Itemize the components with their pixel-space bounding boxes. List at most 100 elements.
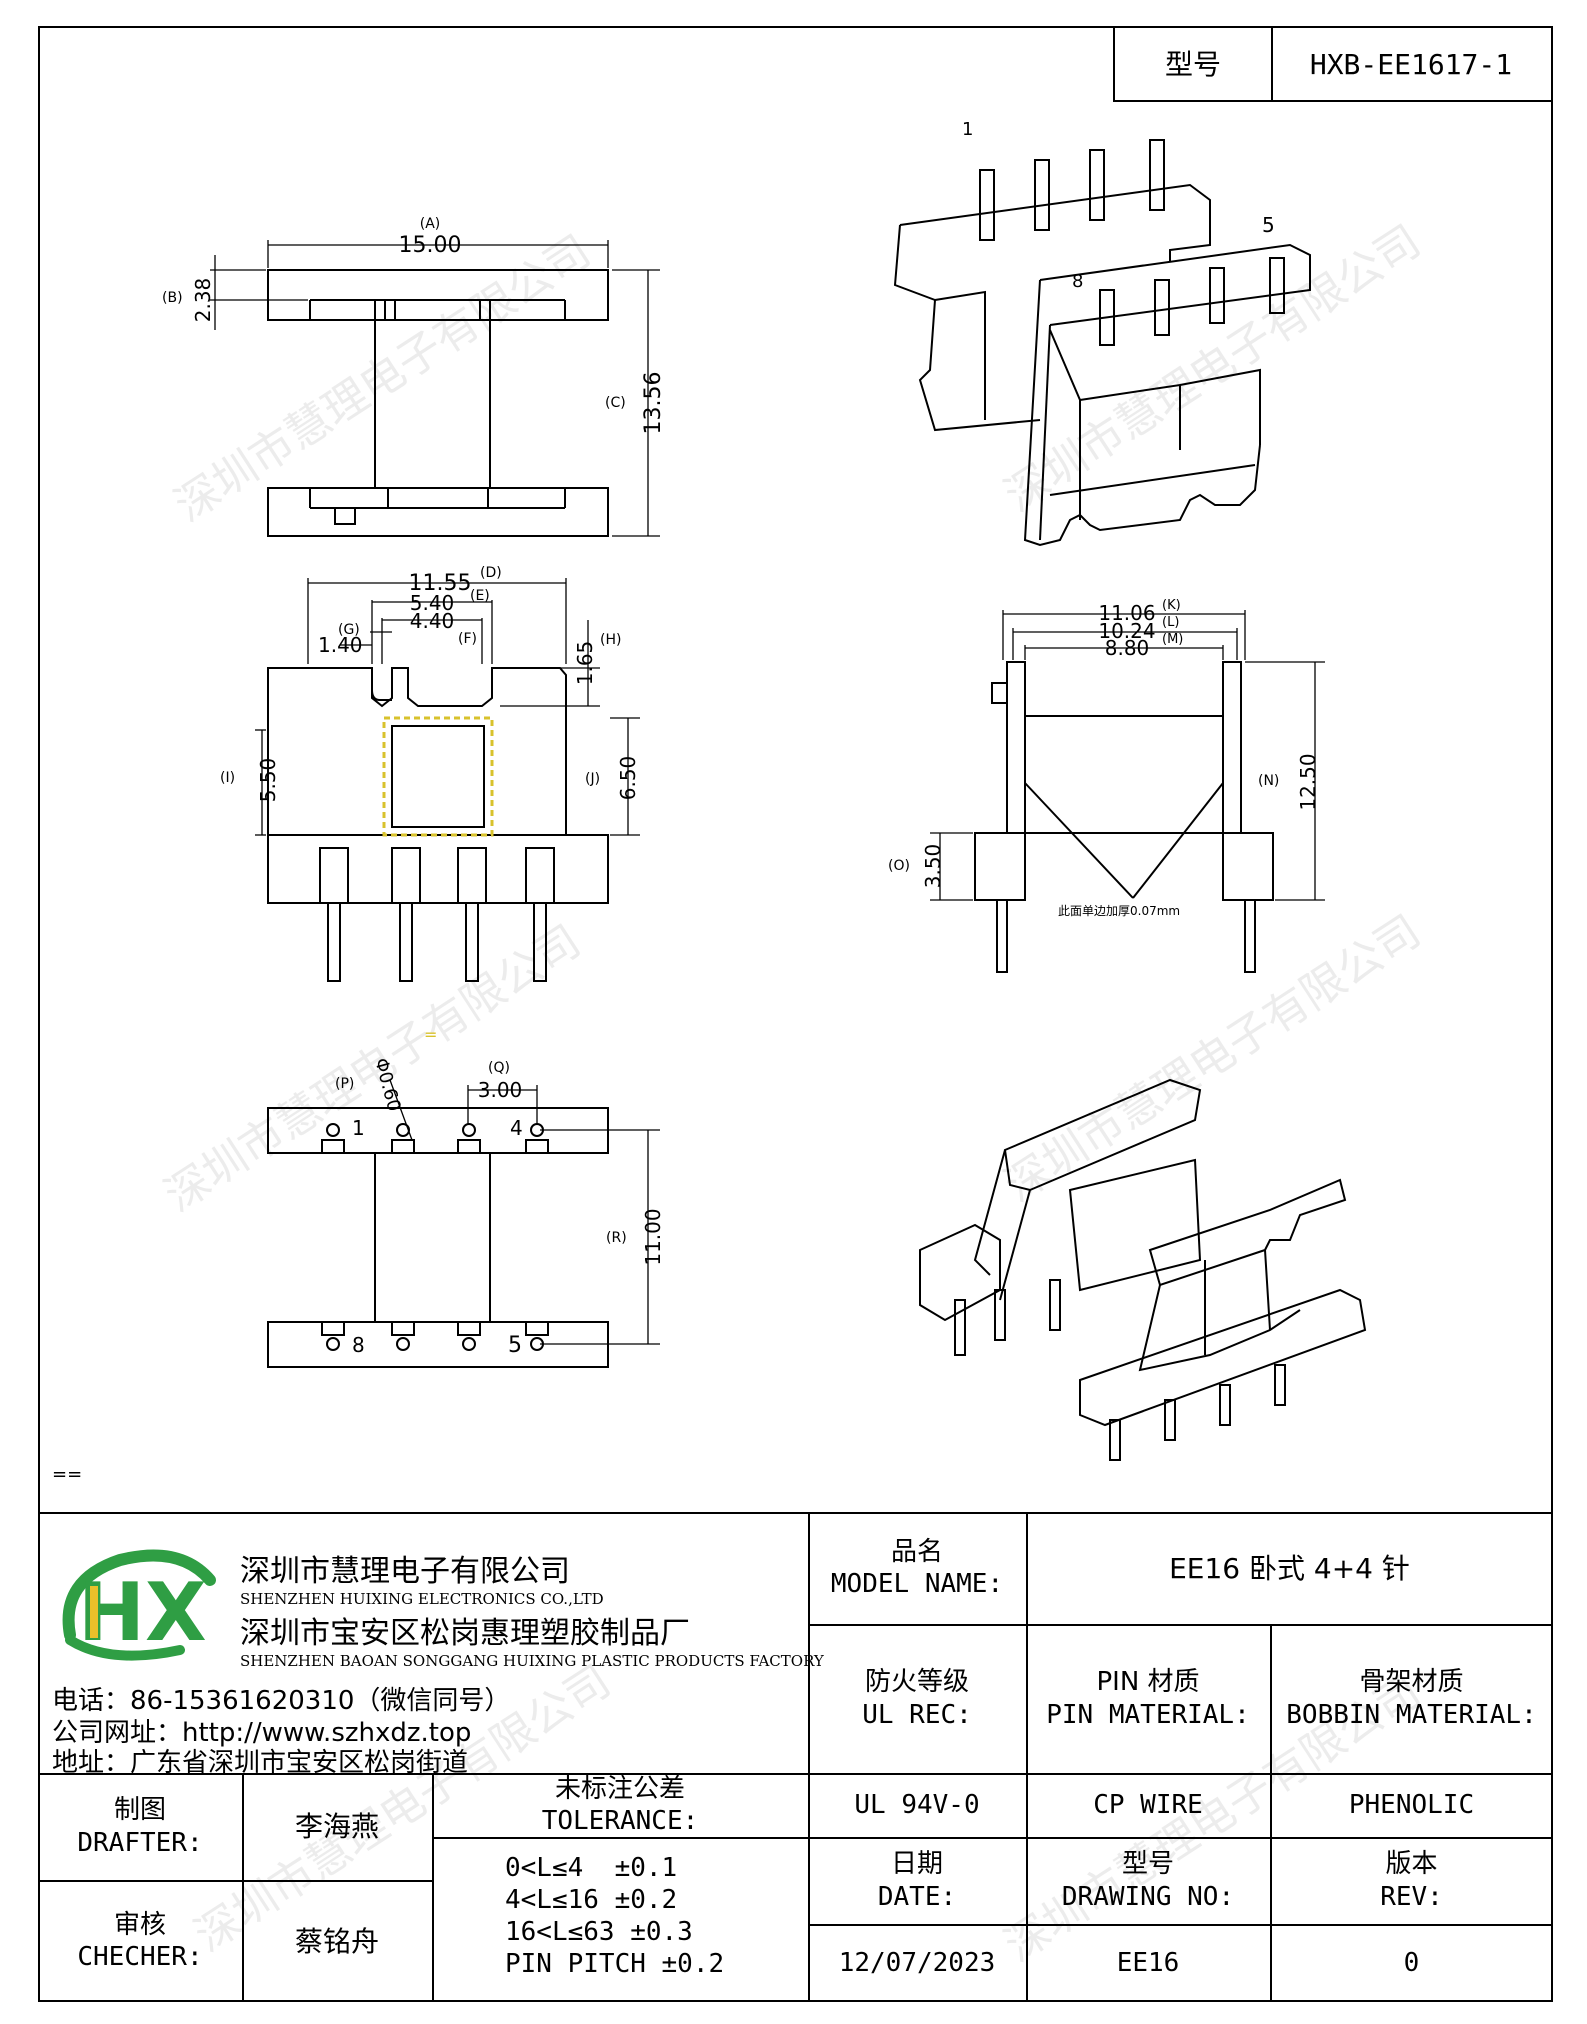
- svg-text:13.56: 13.56: [641, 372, 666, 435]
- drawing-no-label: 型号 DRAWING NO:: [1026, 1837, 1270, 1924]
- titleblock-top-line: [38, 1512, 1553, 1514]
- titleblock-line: [808, 1837, 1553, 1839]
- side-dimensions: [255, 578, 640, 836]
- bottom-dimensions: [389, 1079, 660, 1345]
- svg-text:(C): (C): [605, 395, 626, 411]
- date-en: DATE:: [877, 1881, 957, 1912]
- svg-text:11.06: 11.06: [1098, 601, 1155, 625]
- titleblock-line: [38, 1773, 1553, 1775]
- model-name-cn: 品名: [890, 1536, 943, 1567]
- drafter-cn: 制图: [113, 1795, 166, 1825]
- date-cn: 日期: [890, 1849, 943, 1879]
- svg-text:Φ0.60: Φ0.60: [370, 1056, 404, 1114]
- factory-name-cn: 深圳市宝安区松岗惠理塑胶制品厂: [240, 1616, 690, 1651]
- svg-text:(D): (D): [480, 565, 502, 581]
- svg-text:1: 1: [962, 119, 973, 140]
- titleblock-divider: [1026, 1512, 1028, 2002]
- svg-text:(B): (B): [162, 290, 183, 306]
- drafter-en: DRAFTER:: [77, 1827, 203, 1858]
- svg-text:(L): (L): [1162, 615, 1179, 630]
- front-view: [267, 269, 609, 537]
- svg-text:(Q): (Q): [488, 1060, 510, 1076]
- technical-drawing: (A) 15.00 (B) 2.38 (C) 13.56 11.55 (D) 5…: [52, 119, 1367, 1485]
- rev-cn: 版本: [1385, 1849, 1438, 1879]
- svg-text:(F): (F): [458, 631, 477, 647]
- company-logo: HX: [62, 1549, 216, 1661]
- tolerance-line: 4<L≤16 ±0.2: [505, 1885, 678, 1915]
- company-phone: 电话：86-15361620310（微信同号）: [52, 1686, 511, 1716]
- side-view: [267, 667, 609, 982]
- tolerance-cn: 未标注公差: [554, 1773, 685, 1804]
- svg-text:(N): (N): [1258, 773, 1279, 789]
- svg-text:3.00: 3.00: [478, 1078, 523, 1102]
- tolerance-label: 未标注公差 TOLERANCE:: [432, 1773, 808, 1837]
- pin-material-label: PIN 材质 PIN MATERIAL:: [1026, 1624, 1270, 1773]
- svg-text:此面单边加厚0.07mm: 此面单边加厚0.07mm: [1058, 904, 1180, 918]
- svg-text:5: 5: [508, 1333, 522, 1358]
- section-view: [974, 661, 1274, 973]
- date-value: 12/07/2023: [838, 1947, 996, 1978]
- tolerance-line: PIN PITCH ±0.2: [505, 1949, 725, 1979]
- svg-text:1.65: 1.65: [573, 641, 597, 686]
- svg-text:11.00: 11.00: [641, 1208, 665, 1265]
- svg-text:(K): (K): [1162, 598, 1181, 613]
- tolerance-en: TOLERANCE:: [541, 1806, 699, 1836]
- svg-text:5: 5: [1262, 213, 1275, 237]
- svg-text:(H): (H): [600, 632, 621, 648]
- logo-letters: HX: [78, 1566, 207, 1659]
- tolerance-line: 16<L≤63 ±0.3: [505, 1917, 693, 1947]
- drawing-frame: [38, 26, 1553, 2002]
- section-dimensions: [930, 610, 1325, 901]
- checker-value: 蔡铭舟: [294, 1924, 379, 1958]
- svg-text:5.40: 5.40: [410, 591, 455, 615]
- svg-text:(R): (R): [606, 1230, 627, 1246]
- svg-text:(G): (G): [338, 622, 360, 638]
- isometric-bottom: [919, 1078, 1367, 1461]
- svg-text:2.38: 2.38: [191, 278, 215, 323]
- company-name-en: SHENZHEN HUIXING ELECTRONICS CO.,LTD: [240, 1590, 604, 1608]
- drawing-no-value: EE16: [1116, 1947, 1180, 1978]
- svg-text:1.40: 1.40: [318, 633, 363, 657]
- pin-material-value: CP WIRE: [1093, 1789, 1203, 1820]
- header-model-label: 型号: [1113, 26, 1273, 102]
- rev-label: 版本 REV:: [1270, 1837, 1553, 1924]
- bobbin-material-label: 骨架材质 BOBBIN MATERIAL:: [1270, 1624, 1553, 1773]
- svg-text:6.50: 6.50: [616, 756, 640, 801]
- svg-text:4.40: 4.40: [410, 609, 455, 633]
- drafter-label: 制图 DRAFTER:: [38, 1773, 242, 1880]
- tolerance-line: 0<L≤4 ±0.1: [505, 1853, 678, 1883]
- svg-text:8: 8: [1072, 271, 1083, 292]
- svg-text:==: ==: [52, 1464, 82, 1485]
- drawing-no-en: DRAWING NO:: [1061, 1881, 1235, 1912]
- checker-cn: 审核: [113, 1909, 166, 1940]
- factory-name-en: SHENZHEN BAOAN SONGGANG HUIXING PLASTIC …: [240, 1652, 824, 1670]
- rev-value: 0: [1403, 1947, 1420, 1978]
- titleblock-divider: [242, 1773, 244, 2002]
- checker-en: CHECHER:: [77, 1942, 203, 1972]
- svg-text:15.00: 15.00: [399, 233, 462, 258]
- date-label: 日期 DATE:: [808, 1837, 1026, 1924]
- ul-rec-label: 防火等级 UL REC:: [808, 1624, 1026, 1773]
- ul-rec-cn: 防火等级: [864, 1667, 969, 1697]
- svg-text:1: 1: [352, 1116, 365, 1140]
- model-name-en: MODEL NAME:: [830, 1569, 1004, 1599]
- svg-text:(J): (J): [585, 771, 600, 787]
- svg-text:12.50: 12.50: [1296, 753, 1320, 810]
- isometric-top: [893, 139, 1311, 547]
- bobbin-material-cn: 骨架材质: [1359, 1667, 1464, 1697]
- svg-text:5.50: 5.50: [256, 758, 280, 803]
- svg-text:(M): (M): [1162, 632, 1183, 647]
- company-website: 公司网址：http://www.szhxdz.top: [52, 1718, 472, 1748]
- svg-text:10.24: 10.24: [1098, 619, 1155, 643]
- ul-rec-en: UL REC:: [862, 1699, 972, 1730]
- svg-text:(E): (E): [470, 588, 490, 604]
- header-model-value: HXB-EE1617-1: [1271, 26, 1553, 102]
- titleblock-line: [432, 1837, 808, 1839]
- svg-text:=: =: [424, 1025, 437, 1044]
- svg-text:8.80: 8.80: [1105, 636, 1150, 660]
- tolerance-values: 0<L≤4 ±0.1 4<L≤16 ±0.2 16<L≤63 ±0.3 PIN …: [505, 1852, 724, 1980]
- titleblock-line: [808, 1624, 1553, 1626]
- svg-text:(A): (A): [420, 216, 441, 232]
- titleblock-divider: [432, 1773, 434, 2002]
- model-name-value: EE16 卧式 4+4 针: [1169, 1551, 1410, 1585]
